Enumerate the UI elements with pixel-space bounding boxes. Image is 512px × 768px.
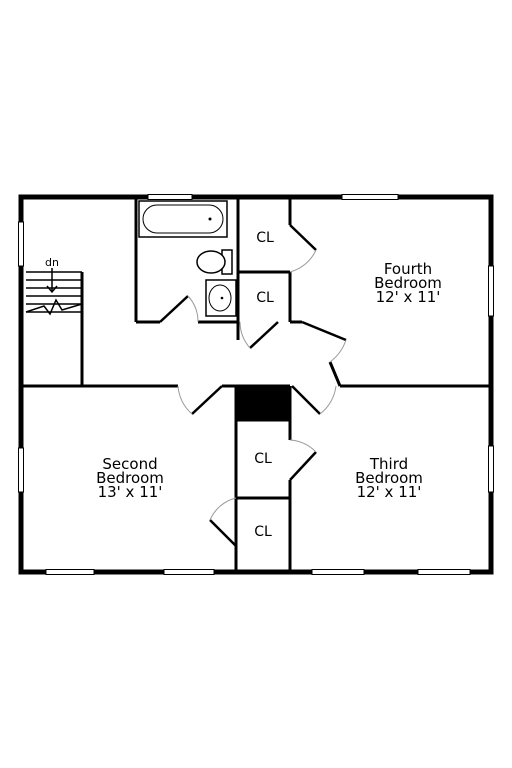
stairs-label: dn bbox=[45, 256, 59, 269]
doors bbox=[159, 224, 347, 547]
window-fourth-top bbox=[341, 194, 399, 200]
window-left-second bbox=[18, 447, 24, 493]
chimney bbox=[236, 386, 290, 420]
window-left-hall bbox=[18, 221, 24, 267]
window-right-fourth bbox=[488, 265, 494, 317]
room-size: 13' x 11' bbox=[98, 483, 163, 501]
window-right-third bbox=[488, 445, 494, 493]
window-bottom-third-a bbox=[311, 569, 365, 575]
window-bath-top bbox=[147, 194, 193, 200]
room-second-bedroom: Second Bedroom 13' x 11' bbox=[96, 455, 164, 501]
bathtub bbox=[138, 200, 228, 238]
window-bottom-second-a bbox=[45, 569, 95, 575]
room-third-bedroom: Third Bedroom 12' x 11' bbox=[355, 455, 423, 501]
sink bbox=[205, 279, 237, 317]
room-name: Fourth bbox=[384, 260, 432, 278]
room-name: Second bbox=[102, 455, 157, 473]
room-type: Bedroom bbox=[374, 274, 442, 292]
window-bottom-second-b bbox=[163, 569, 215, 575]
room-size: 12' x 11' bbox=[376, 288, 441, 306]
interior-walls bbox=[21, 197, 491, 572]
room-size: 12' x 11' bbox=[357, 483, 422, 501]
windows bbox=[18, 194, 494, 575]
closet-label: CL bbox=[254, 524, 272, 540]
room-name: Third bbox=[369, 455, 408, 473]
closet-label: CL bbox=[256, 290, 274, 306]
stairs bbox=[25, 268, 83, 316]
room-fourth-bedroom: Fourth Bedroom 12' x 11' bbox=[374, 260, 442, 306]
toilet bbox=[196, 249, 233, 275]
room-type: Bedroom bbox=[355, 469, 423, 487]
window-bottom-third-b bbox=[417, 569, 471, 575]
closet-label: CL bbox=[256, 230, 274, 246]
closet-label: CL bbox=[254, 451, 272, 467]
room-type: Bedroom bbox=[96, 469, 164, 487]
